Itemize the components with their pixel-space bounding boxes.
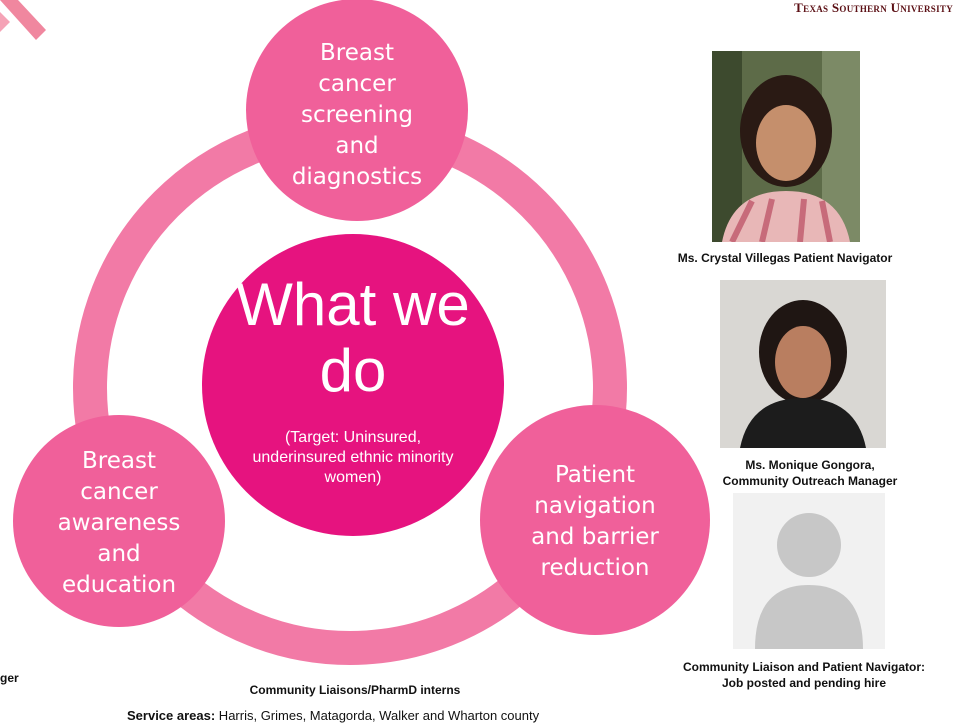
staff-caption-monique-line1: Ms. Monique Gongora, [745,458,875,472]
liaisons-caption: Community Liaisons/PharmD interns [249,683,461,697]
staff-caption-liaison: Community Liaison and Patient Navigator:… [655,659,953,691]
pink-ribbon-icon [0,0,46,40]
person-photo-icon [712,51,860,242]
avatar-placeholder-icon [733,493,885,649]
staff-caption-crystal: Ms. Crystal Villegas Patient Navigator [677,251,893,265]
staff-caption-liaison-line1: Community Liaison and Patient Navigator: [682,660,926,674]
staff-photo-monique [720,280,886,448]
left-bubble [13,415,225,627]
top-bubble-label: Breast cancer screening and diagnostics [291,40,423,190]
staff-photo-placeholder [733,493,885,649]
staff-caption-monique-line2: Community Outreach Manager [722,474,898,488]
left-caption-fragment: ger [0,671,19,685]
top-bubble [246,0,468,221]
center-title: What we do [236,271,470,404]
service-areas-value: Harris, Grimes, Matagorda, Walker and Wh… [215,708,540,723]
right-bubble-label: Patient navigation and barrier reduction [531,462,659,581]
university-name: Texas Southern University [794,0,953,15]
center-target-text: (Target: Uninsured, underinsured ethnic … [252,429,454,486]
left-bubble-label: Breast cancer awareness and education [57,448,181,598]
staff-caption-liaison-line2: Job posted and pending hire [721,676,886,690]
service-areas: Service areas: Harris, Grimes, Matagorda… [127,708,539,723]
staff-photo-crystal [712,51,860,242]
service-areas-label: Service areas: [127,708,216,723]
staff-caption-monique: Ms. Monique Gongora, Community Outreach … [690,457,930,489]
center-circle [202,234,504,536]
person-photo-icon [720,280,886,448]
right-bubble [480,405,710,635]
